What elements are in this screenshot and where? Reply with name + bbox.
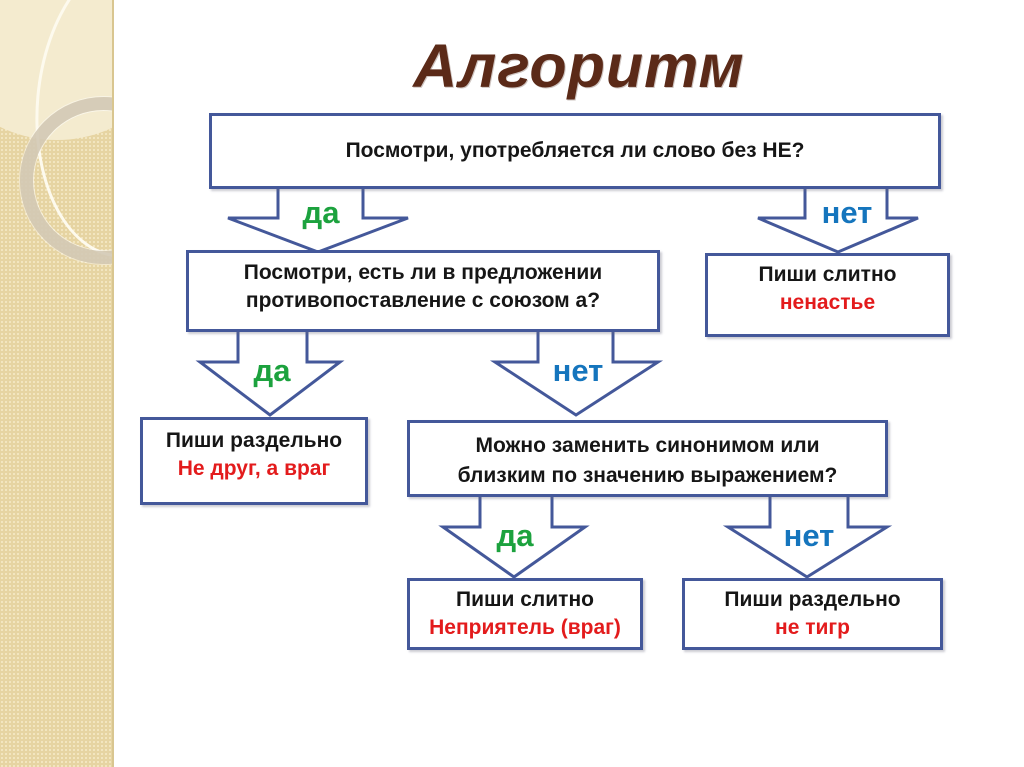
arrow-q3-yes-icon <box>438 493 590 579</box>
node-result-write-separately-ne-tigr: Пиши раздельно не тигр <box>682 578 943 650</box>
node-instruction: Пиши слитно <box>758 263 897 286</box>
arrow-q3-no-icon <box>722 493 893 579</box>
node-result-write-together-nenaste: Пиши слитно ненастье <box>705 253 950 337</box>
node-instruction: Пиши слитно <box>456 588 594 611</box>
decorative-sidebar <box>0 0 114 767</box>
node-instruction: Пиши раздельно <box>724 588 901 611</box>
branch-label-no-1: нет <box>821 195 873 230</box>
branch-label-no-2: нет <box>552 353 604 388</box>
arrow-q2-no-icon <box>489 328 664 417</box>
branch-label-yes-3: да <box>496 518 534 553</box>
node-text: близким по значению выражением? <box>457 464 838 487</box>
node-instruction: Пиши раздельно <box>165 429 343 452</box>
node-example: ненастье <box>779 291 876 314</box>
branch-label-yes-1: да <box>302 195 340 230</box>
node-text: противопоставление с союзом а? <box>245 289 601 312</box>
node-example: Не друг, а враг <box>177 457 331 480</box>
node-question-replace-with-synonym: Можно заменить синонимом или близким по … <box>407 420 888 497</box>
node-text: Посмотри, употребляется ли слово без НЕ? <box>345 139 805 162</box>
branch-label-yes-2: да <box>253 353 291 388</box>
arrow-q1-yes-icon <box>227 184 409 254</box>
slide-title: Алгоритм <box>413 32 745 100</box>
node-text: Можно заменить синонимом или <box>475 434 820 457</box>
node-text: Посмотри, есть ли в предложении <box>243 261 603 284</box>
node-example: не тигр <box>775 616 850 639</box>
arrow-q2-yes-icon <box>195 328 345 417</box>
node-example: Неприятель (враг) <box>429 616 621 639</box>
branch-label-no-3: нет <box>783 518 835 553</box>
node-question-use-without-ne: Посмотри, употребляется ли слово без НЕ? <box>209 113 941 189</box>
node-result-write-together-nepriyatel: Пиши слитно Неприятель (враг) <box>407 578 643 650</box>
node-result-write-separately-ne-drug: Пиши раздельно Не друг, а враг <box>140 417 368 505</box>
arrow-q1-no-icon <box>757 184 919 254</box>
node-question-opposition-with-a: Посмотри, есть ли в предложении противоп… <box>186 250 660 332</box>
